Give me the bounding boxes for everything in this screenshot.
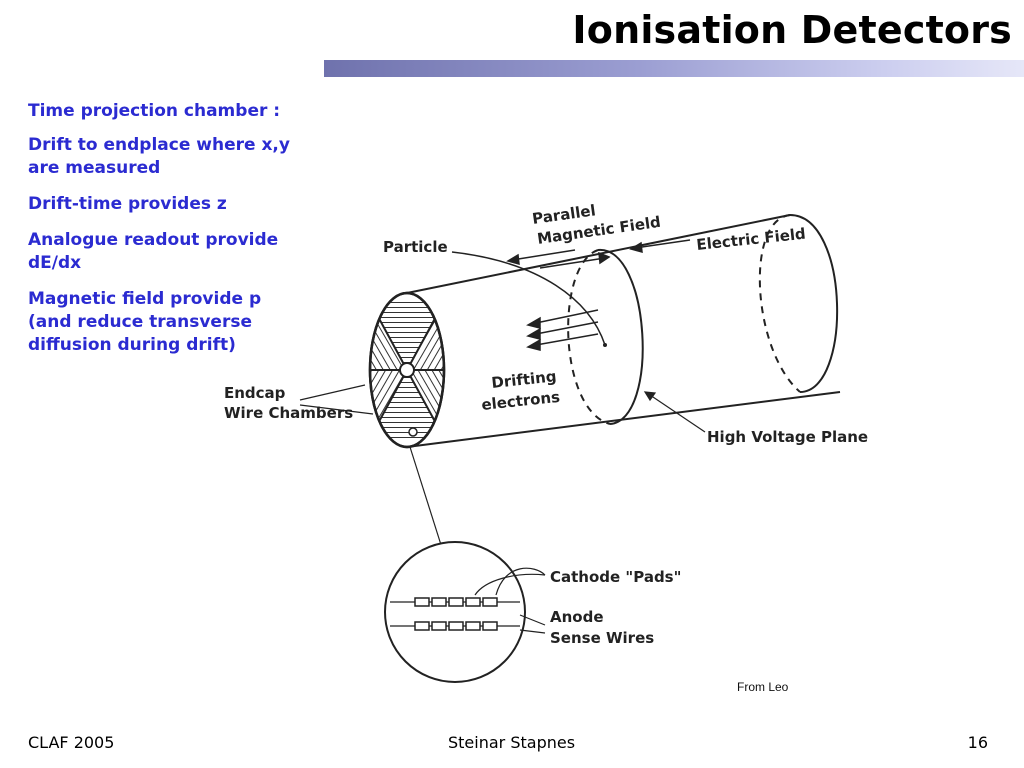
leader-lines	[299, 384, 706, 549]
drifting-electron-arrows	[526, 309, 599, 351]
endcap-wire-chambers	[368, 291, 446, 449]
readout-detail-circle	[384, 541, 546, 683]
bullet-list: Time projection chamber : Drift to endpl…	[28, 100, 303, 370]
title-accent-bar	[324, 60, 1024, 77]
particle-track	[451, 251, 606, 346]
bullet-item: Time projection chamber :	[28, 101, 281, 121]
bullet-item: Drift to endplace where x,y are measured	[28, 135, 290, 178]
label-electric-field: Electric Field	[696, 225, 807, 254]
label-high-voltage-plane: High Voltage Plane	[707, 428, 868, 446]
label-particle: Particle	[383, 238, 448, 256]
footer-event: CLAF 2005	[28, 733, 115, 752]
magnetic-field-arrow	[506, 249, 611, 269]
label-anode: Anode	[550, 608, 604, 626]
bullet-item: Analogue readout provide dE/dx	[28, 230, 279, 273]
page-number: 16	[967, 733, 988, 752]
slide-title: Ionisation Detectors	[572, 8, 1012, 52]
tpc-cylinder	[406, 214, 841, 448]
label-endcap: Endcap	[224, 384, 286, 402]
bullet-item: Drift-time provides z	[28, 194, 227, 214]
image-credit: From Leo	[737, 680, 789, 694]
bullet-item: Magnetic field provide p (and reduce tra…	[28, 289, 262, 355]
label-wire-chambers: Wire Chambers	[224, 404, 353, 422]
footer-author: Steinar Stapnes	[448, 733, 576, 752]
label-sense-wires: Sense Wires	[550, 629, 654, 647]
label-cathode-pads: Cathode "Pads"	[550, 568, 681, 586]
electric-field-arrow	[629, 239, 691, 254]
